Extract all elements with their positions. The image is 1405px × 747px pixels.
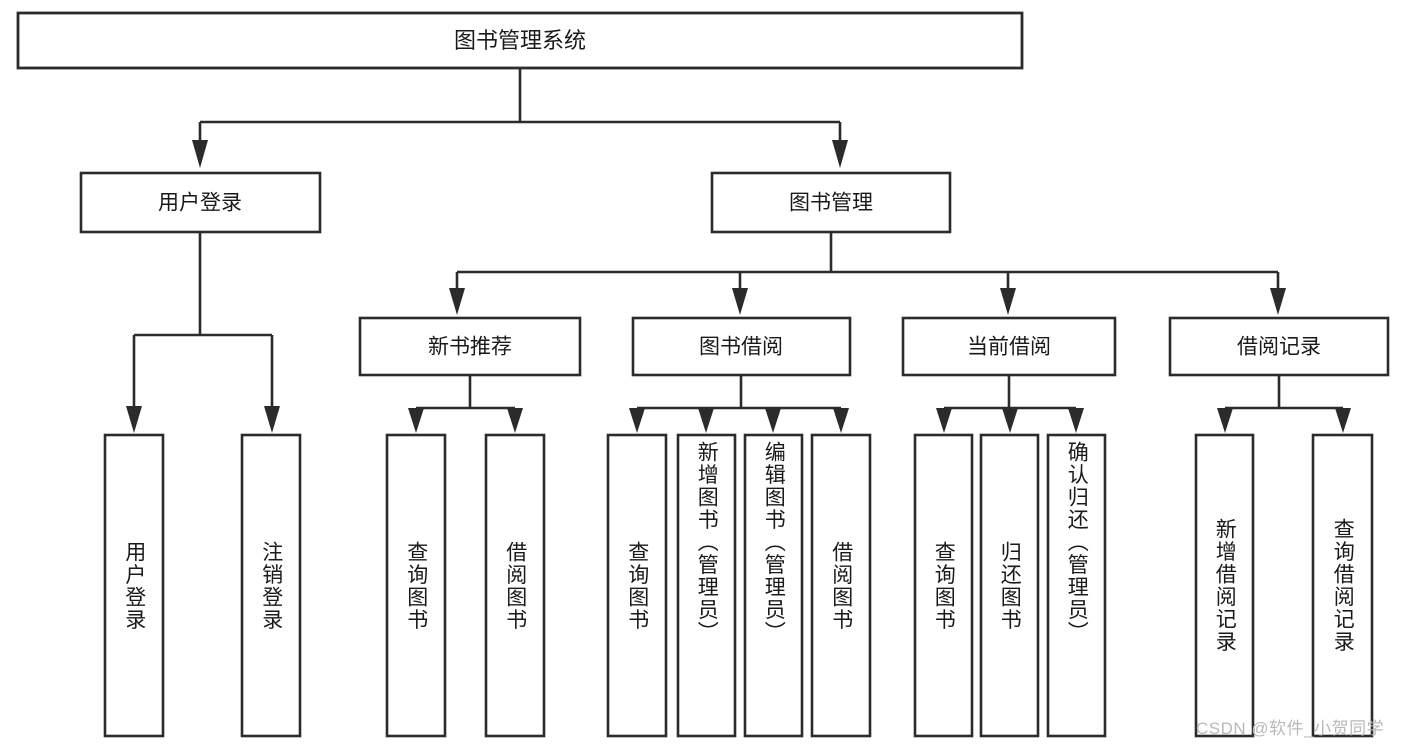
node-user-login[interactable]: 用户登录 [79,171,322,234]
leaf-query-book-3-box[interactable] [913,433,974,738]
connector-borrow-record-to-leaves [1217,375,1351,433]
arrow-to-leaf-query-book-1 [408,408,424,433]
node-user-login-box [79,171,322,234]
arrow-to-leaf-confirm-return [1068,408,1084,433]
arrow-to-leaf-user-login [126,406,142,433]
leaf-user-login-box[interactable] [103,433,165,738]
leaf-confirm-return-box[interactable] [1046,433,1107,738]
arrow-to-book-borrow [732,288,748,315]
arrow-to-leaf-edit-book [765,408,781,433]
leaf-query-record-box[interactable] [1311,433,1374,738]
arrow-to-book-management [832,140,848,168]
leaf-user-logout-box[interactable] [240,433,302,738]
watermark-text: CSDN @软件_小贺同学 [1196,719,1385,738]
connector-root-to-level1 [192,68,848,168]
node-current-borrow-box [901,316,1117,377]
connector-current-borrow-to-leaves [936,375,1084,433]
node-current-borrow-label: 当前借阅 [967,336,1051,359]
arrow-to-borrow-record [1270,288,1286,315]
arrow-to-leaf-query-book-2 [629,408,645,433]
node-book-borrow[interactable]: 图书借阅 [631,316,852,377]
leaf-query-book-1-box[interactable] [385,433,447,738]
arrow-to-leaf-borrow-book-2 [833,408,849,433]
arrow-to-leaf-borrow-book-1 [507,408,523,433]
connector-book-management-to-level2 [449,232,1286,315]
node-new-book-recommend-label: 新书推荐 [428,336,512,359]
node-book-borrow-label: 图书借阅 [699,336,783,359]
leaf-query-book-2-box[interactable] [606,433,668,738]
leaf-return-book-box[interactable] [979,433,1040,738]
arrow-to-new-book-recommend [449,288,465,315]
arrow-to-leaf-return-book [1002,408,1018,433]
arrow-to-leaf-query-record [1335,408,1351,433]
connector-book-borrow-to-leaves [629,375,849,433]
arrow-to-leaf-query-book-3 [936,408,952,433]
node-book-management[interactable]: 图书管理 [710,171,952,234]
arrow-to-leaf-user-logout [264,406,280,433]
node-current-borrow[interactable]: 当前借阅 [901,316,1117,377]
leaf-add-book-box[interactable] [676,433,737,738]
node-root-box [16,11,1024,70]
node-book-management-label: 图书管理 [789,192,873,215]
leaf-add-record-box[interactable] [1194,433,1255,738]
arrow-to-leaf-add-book [698,408,714,433]
leaf-edit-book-box[interactable] [743,433,804,738]
node-user-login-label: 用户登录 [158,192,242,215]
node-borrow-record-label: 借阅记录 [1237,336,1321,359]
node-borrow-record[interactable]: 借阅记录 [1168,316,1390,377]
arrow-to-user-login [192,140,208,168]
connector-new-book-recommend-to-leaves [408,375,523,433]
leaf-borrow-book-1-box[interactable] [484,433,546,738]
arrow-to-leaf-add-record [1217,408,1233,433]
arrow-to-current-borrow [1000,288,1016,315]
node-new-book-recommend[interactable]: 新书推荐 [358,316,582,377]
node-root[interactable]: 图书管理系统 [16,11,1024,70]
connector-user-login-to-leaves [126,232,280,433]
node-root-label: 图书管理系统 [454,28,586,53]
node-new-book-recommend-box [358,316,582,377]
leaf-borrow-book-2-box[interactable] [810,433,872,738]
